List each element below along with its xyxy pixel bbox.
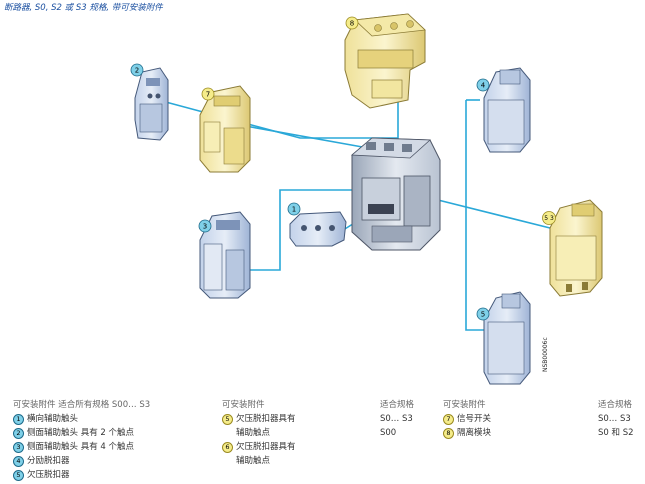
signal-switch-7: [199, 85, 251, 173]
line-5-to-4: [465, 100, 490, 331]
line-breaker-to-6: [429, 197, 551, 229]
aux-contact-3: [199, 211, 251, 299]
callout-8-label: 8: [350, 20, 354, 28]
legend-item-cont: 辅助触点: [236, 456, 271, 466]
legend-5-row2: S0 和 S2: [598, 428, 634, 438]
legend-4-header: 可安装附件: [443, 400, 486, 410]
line-3-to-breaker: [246, 189, 360, 271]
legend-group-3: 适合规格 S0… S3 S00: [380, 398, 414, 440]
legend-group-5: 适合规格 S0… S3 S0 和 S2: [598, 398, 634, 440]
callout-3: 3: [198, 219, 212, 233]
legend-num-icon: 8: [443, 428, 454, 439]
legend-num-icon: 5: [222, 414, 233, 425]
callout-7: 7: [201, 87, 215, 101]
callout-5: 5: [476, 307, 490, 321]
aux-contact-2: [134, 67, 169, 141]
undervoltage-release-5: [483, 291, 531, 385]
callout-53: 5 3: [542, 211, 556, 225]
aux-contact-1: [289, 211, 347, 247]
legend-num-icon: 5: [13, 470, 24, 481]
isolating-module-8: [344, 13, 426, 109]
legend-num-icon: 2: [13, 428, 24, 439]
legend-item-cont: 辅助触点: [236, 428, 271, 438]
callout-7-label: 7: [206, 91, 210, 99]
callout-8: 8: [345, 16, 359, 30]
callout-4: 4: [476, 78, 490, 92]
callout-2-label: 2: [135, 67, 139, 75]
legend-3-header: 适合规格: [380, 400, 415, 410]
legend-num-icon: 4: [13, 456, 24, 467]
callout-3-label: 3: [203, 223, 207, 231]
legend-2-header: 可安装附件: [222, 400, 265, 410]
callout-53-label: 5 3: [544, 215, 554, 222]
shunt-release-4: [483, 67, 531, 153]
legend-num-icon: 1: [13, 414, 24, 425]
callout-2: 2: [130, 63, 144, 77]
legend-num-icon: 6: [222, 442, 233, 453]
line-7-to-breaker: [239, 124, 369, 149]
circuit-breaker: [350, 137, 441, 251]
legend-5-header: 适合规格: [598, 400, 633, 410]
page-title: 断路器, S0, S2 或 S3 规格, 带可安装附件: [4, 3, 163, 13]
legend-1-header: 可安装附件 适合所有规格 S00… S3: [13, 400, 151, 410]
legend-3-row1: S0… S3: [380, 414, 413, 424]
callout-4-label: 4: [481, 82, 486, 90]
legend-num-icon: 7: [443, 414, 454, 425]
legend-num-icon: 3: [13, 442, 24, 453]
callout-5-label: 5: [481, 311, 485, 319]
legend-3-row2: S00: [380, 428, 397, 438]
undervoltage-release-6: [549, 199, 603, 297]
legend-5-row1: S0… S3: [598, 414, 631, 424]
drawing-code: NSB00006c: [542, 337, 549, 372]
callout-1: 1: [287, 202, 301, 216]
accessory-diagram: 2 7 8 4 1 3 5 3 5 NSB00006c: [130, 13, 603, 385]
callout-1-label: 1: [292, 206, 296, 214]
